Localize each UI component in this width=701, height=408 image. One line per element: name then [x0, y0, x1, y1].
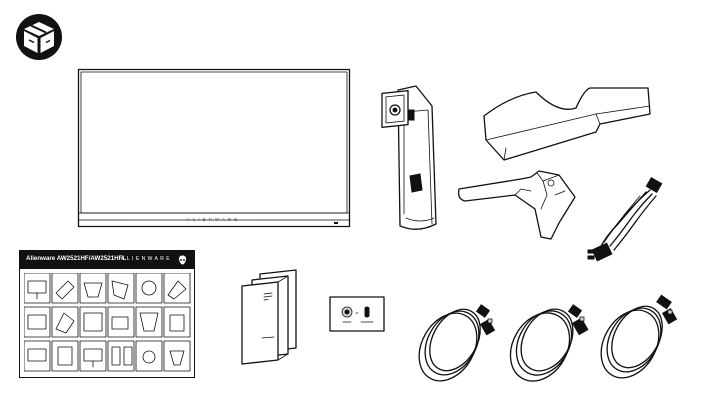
power-cable — [578, 176, 668, 266]
cable-2 — [500, 293, 595, 383]
qsg-brand: ALIENWARE — [121, 256, 172, 262]
cable-1 — [410, 293, 500, 383]
quick-setup-guide: Alienware AW2521HF/AW2521HFL ALIENWARE — [19, 250, 195, 378]
monitor — [77, 68, 352, 230]
cable-3 — [592, 290, 687, 382]
box-icon — [15, 13, 63, 61]
stand-base — [455, 165, 585, 245]
monitor-brand-text: ALIENWARE — [186, 217, 241, 222]
alien-head-logo-icon — [178, 255, 187, 265]
regulatory-label — [329, 296, 385, 332]
documents — [238, 268, 300, 366]
cable-cover — [480, 80, 655, 165]
stand-riser — [376, 84, 448, 234]
qsg-title: Alienware AW2521HF/AW2521HFL — [26, 255, 127, 262]
qsg-header: Alienware AW2521HF/AW2521HFL ALIENWARE — [20, 251, 194, 269]
qsg-illustrations — [24, 273, 191, 372]
